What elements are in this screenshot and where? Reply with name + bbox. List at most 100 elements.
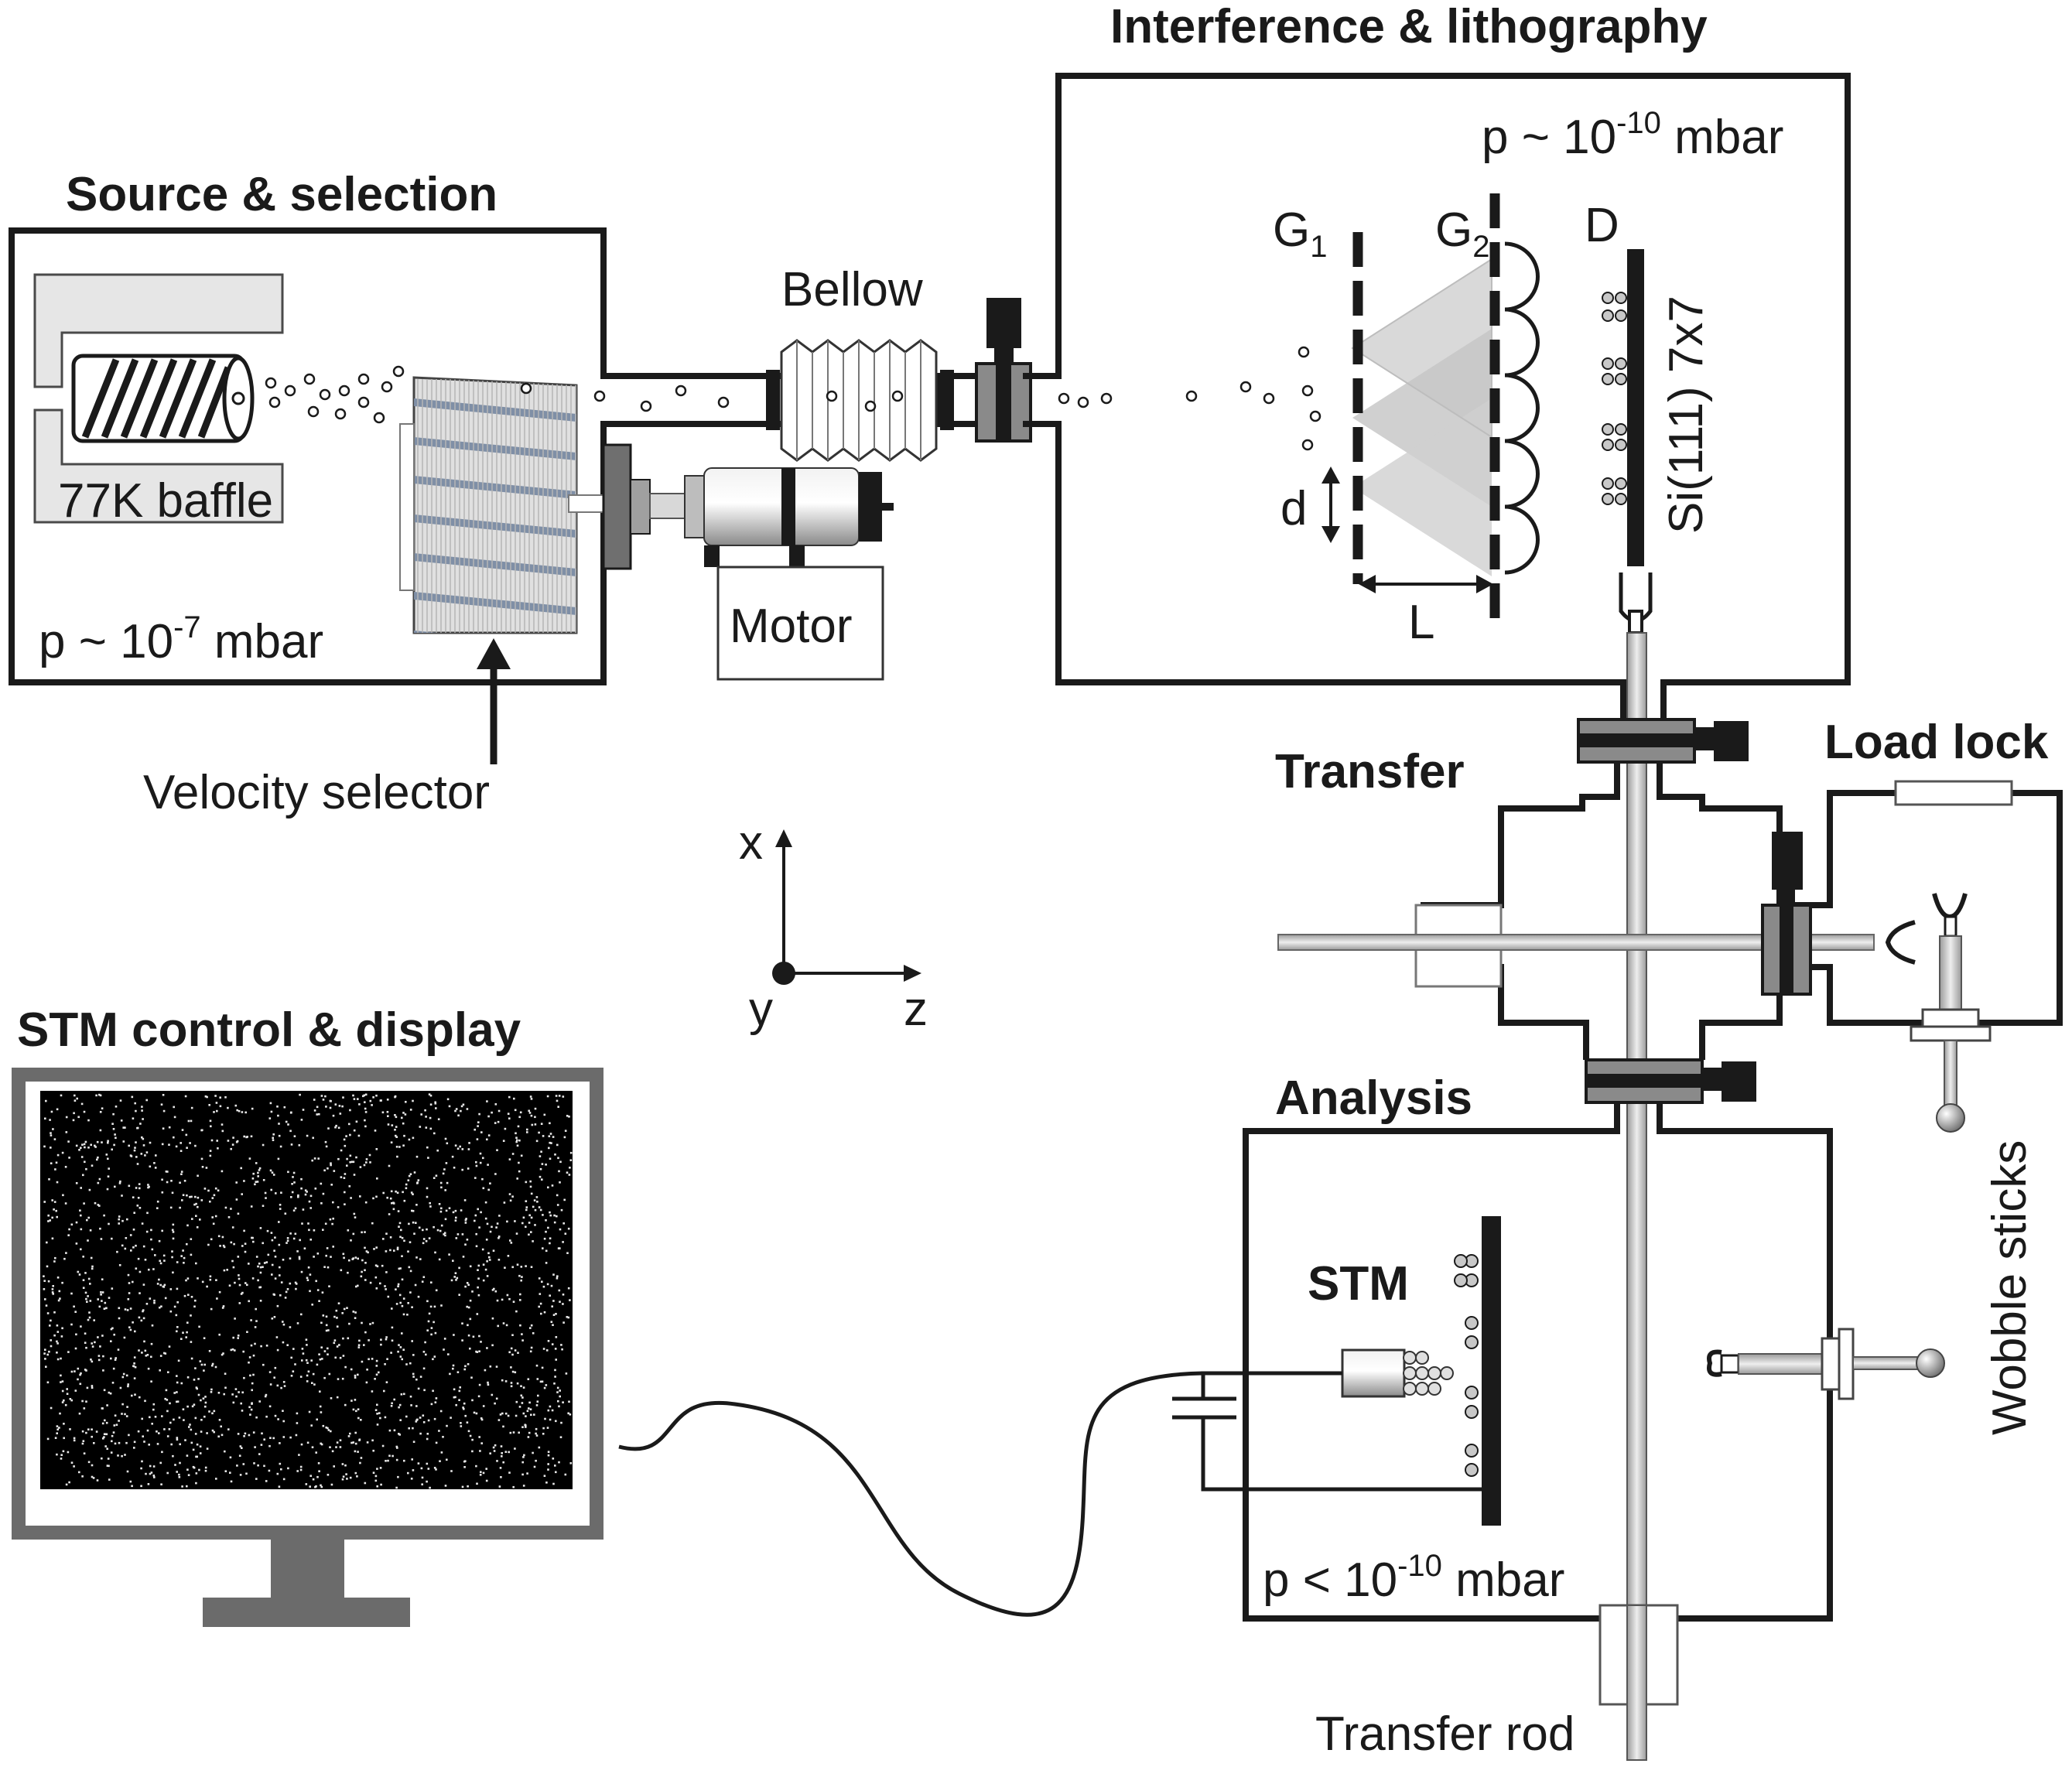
stm-pixel — [276, 1384, 279, 1387]
stm-pixel — [330, 1162, 332, 1164]
stm-pixel — [533, 1199, 536, 1201]
stm-pixel — [372, 1096, 374, 1099]
stm-pixel — [479, 1161, 482, 1164]
stm-pixel — [515, 1310, 518, 1313]
stm-pixel — [540, 1312, 542, 1315]
stm-pixel — [520, 1394, 523, 1397]
stm-pixel — [531, 1123, 534, 1126]
beam-molecule — [891, 390, 904, 402]
stm-pixel — [170, 1443, 173, 1446]
stm-pixel — [296, 1412, 299, 1415]
stm-pixel — [282, 1321, 284, 1323]
stm-pixel — [562, 1401, 564, 1403]
stm-pixel — [323, 1169, 326, 1172]
stm-pixel — [94, 1341, 96, 1344]
stm-pixel — [137, 1257, 140, 1260]
stm-pixel — [176, 1400, 180, 1403]
stm-pixel — [509, 1239, 511, 1242]
substrate-label: Si(111) 7x7 — [1660, 296, 1713, 534]
stm-pixel — [390, 1405, 393, 1407]
stm-pixel — [327, 1167, 329, 1170]
stm-pixel — [498, 1485, 501, 1488]
stm-pixel — [513, 1097, 515, 1100]
stm-pixel — [200, 1129, 203, 1132]
stm-pixel — [272, 1133, 275, 1136]
stm-pixel — [166, 1435, 169, 1437]
stm-pixel — [417, 1179, 420, 1181]
stm-pixel — [486, 1275, 489, 1277]
beam-molecule — [1263, 392, 1275, 405]
stm-pixel — [279, 1274, 281, 1277]
stm-pixel — [518, 1431, 520, 1434]
stm-pixel — [142, 1137, 145, 1140]
stm-pixel — [209, 1275, 212, 1278]
stm-pixel — [114, 1133, 116, 1136]
stm-pixel — [249, 1374, 251, 1377]
stm-pixel — [422, 1351, 426, 1353]
beam-molecule — [1309, 410, 1321, 422]
stm-pixel — [74, 1389, 77, 1392]
stm-pixel — [209, 1150, 212, 1152]
stm-pixel — [450, 1417, 452, 1419]
stm-pixel — [297, 1195, 299, 1198]
stm-pixel — [210, 1391, 213, 1393]
stm-pixel — [330, 1430, 332, 1433]
stm-pixel — [180, 1142, 182, 1144]
stm-pixel — [360, 1419, 362, 1421]
stm-pixel — [306, 1441, 309, 1444]
stm-pixel — [344, 1144, 347, 1147]
stm-pixel — [554, 1465, 556, 1467]
stm-pixel — [397, 1350, 399, 1353]
stm-pixel — [371, 1104, 373, 1106]
stm-pixel — [152, 1475, 156, 1477]
stm-pixel — [265, 1480, 268, 1482]
stm-pixel — [354, 1450, 357, 1453]
stm-pixel — [61, 1281, 63, 1284]
stm-pixel — [508, 1297, 511, 1300]
stm-pixel — [469, 1265, 472, 1268]
stm-pixel — [194, 1299, 197, 1302]
stm-pixel — [547, 1451, 550, 1453]
stm-pixel — [535, 1427, 538, 1430]
stm-pixel — [224, 1386, 227, 1389]
stm-atom — [1465, 1316, 1479, 1330]
stm-pixel — [190, 1428, 193, 1431]
stm-pixel — [60, 1458, 63, 1460]
stm-pixel — [180, 1150, 183, 1152]
stm-pixel — [141, 1460, 143, 1463]
stm-pixel — [545, 1249, 548, 1253]
stm-pixel — [298, 1454, 300, 1456]
stm-pixel — [269, 1169, 272, 1172]
stm-pixel — [118, 1182, 121, 1184]
stm-pixel — [252, 1240, 255, 1243]
stm-pixel — [375, 1287, 378, 1290]
stm-pixel — [530, 1114, 533, 1117]
stm-pixel — [86, 1218, 88, 1222]
stm-pixel — [548, 1147, 550, 1150]
stm-pixel — [224, 1206, 227, 1209]
stm-pixel — [58, 1290, 61, 1293]
stm-pixel — [384, 1416, 387, 1419]
monitor-neck — [271, 1540, 344, 1601]
stm-pixel — [141, 1109, 143, 1112]
stm-pixel — [90, 1359, 92, 1361]
stm-pixel — [375, 1359, 378, 1362]
stm-pixel — [375, 1246, 378, 1249]
stm-pixel — [398, 1146, 401, 1148]
stm-pixel — [309, 1195, 313, 1198]
stm-pixel — [262, 1266, 264, 1268]
stm-pixel — [384, 1285, 386, 1287]
stm-pixel — [50, 1134, 53, 1136]
stm-image-dots — [43, 1093, 573, 1489]
stm-pixel — [484, 1217, 487, 1220]
stm-pixel — [562, 1303, 564, 1305]
stm-pixel — [209, 1154, 212, 1157]
stm-pixel — [376, 1265, 379, 1268]
stm-pixel — [438, 1258, 441, 1261]
stm-pixel — [223, 1246, 226, 1249]
stm-pixel — [325, 1426, 327, 1429]
transfer-rod-lower — [1626, 1605, 1647, 1761]
stm-pixel — [419, 1376, 422, 1378]
stm-pixel — [118, 1307, 121, 1310]
stm-sample-atoms — [1454, 1254, 1479, 1477]
